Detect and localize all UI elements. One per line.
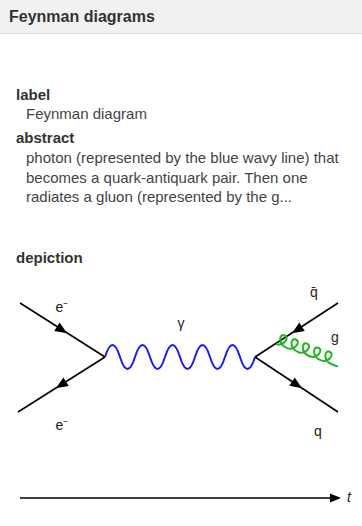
arrowhead	[289, 378, 305, 393]
photon-wave	[105, 345, 255, 369]
particle-label: γ	[178, 315, 185, 331]
particle-label: e⁻	[56, 299, 69, 315]
particle-label: e⁻	[56, 417, 69, 433]
electron-line	[18, 357, 105, 412]
antiquark-line	[255, 303, 338, 357]
arrowhead	[54, 323, 69, 338]
arrowhead	[289, 323, 305, 338]
arrowhead	[53, 378, 68, 393]
field-name: label	[16, 85, 50, 105]
card-title: Feynman diagrams	[9, 7, 155, 27]
field-name: abstract	[16, 128, 74, 148]
arrowhead	[330, 494, 341, 503]
particle-label: g	[331, 329, 339, 345]
particle-label: q	[314, 423, 322, 439]
time-axis	[20, 497, 332, 498]
field-name: depiction	[16, 248, 83, 268]
axis-label: t	[347, 489, 351, 505]
field-value: photon (represented by the blue wavy lin…	[26, 148, 354, 207]
quark-line	[255, 357, 338, 412]
field-value: Feynman diagram	[26, 104, 147, 124]
particle-label: q̄	[310, 284, 318, 300]
